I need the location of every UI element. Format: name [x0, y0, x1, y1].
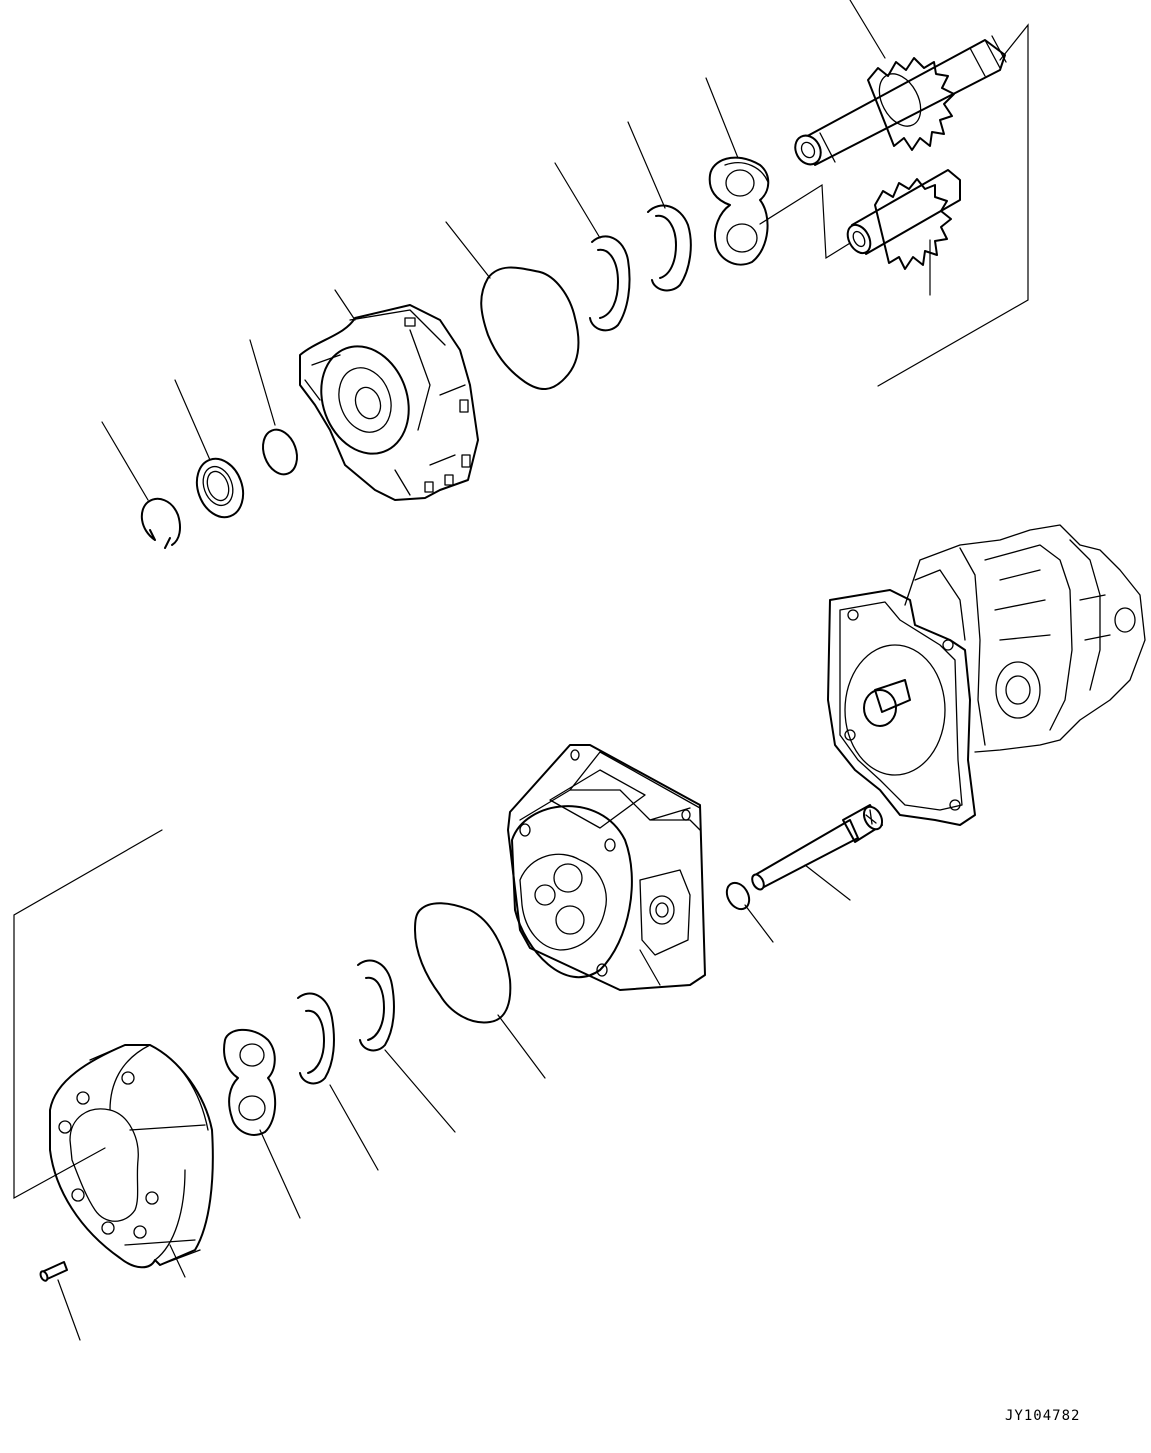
- bushing-plate-lower: [223, 1028, 277, 1136]
- drawing-id-label: JY104782: [1005, 1408, 1081, 1424]
- seal-clip-lower-left: [297, 992, 335, 1085]
- assembled-pump-view: [827, 524, 1146, 826]
- upper-group-bracket: [759, 23, 1029, 387]
- front-cover-housing: [299, 304, 479, 501]
- leader-line: [445, 221, 491, 279]
- leader-line: [249, 339, 276, 426]
- leader-line: [384, 1049, 456, 1133]
- leader-line: [329, 1084, 379, 1171]
- leader-line: [705, 77, 739, 159]
- leader-line: [744, 904, 774, 943]
- leader-line: [57, 1279, 81, 1341]
- drive-gear-shaft: [794, 35, 1007, 166]
- leader-line: [169, 1244, 186, 1278]
- tie-bolt: [751, 804, 884, 891]
- leader-line: [639, 949, 661, 986]
- seal-clip-upper-right: [647, 204, 692, 292]
- leader-line: [174, 379, 211, 461]
- seal-clip-upper-left: [589, 235, 631, 332]
- lower-group-bracket: [13, 829, 163, 1200]
- washer-upper: [262, 428, 298, 476]
- gear-case-body: [49, 1044, 214, 1269]
- dowel-pin: [39, 1261, 68, 1282]
- leader-line: [627, 121, 666, 209]
- leader-line: [497, 1014, 546, 1079]
- gear-case-housing: [507, 744, 706, 991]
- driven-gear: [846, 169, 961, 270]
- leader-line: [334, 289, 356, 321]
- seal-clip-lower-right: [357, 959, 395, 1052]
- oil-seal: [195, 457, 245, 519]
- leader-line: [804, 864, 851, 901]
- o-ring-lower: [414, 902, 512, 1024]
- leader-line: [849, 0, 886, 59]
- leader-line: [259, 1129, 301, 1219]
- bushing-plate-upper: [708, 156, 770, 266]
- snap-ring-upper: [140, 497, 181, 549]
- o-ring-upper: [480, 266, 580, 390]
- leader-line: [554, 162, 601, 239]
- leader-line: [101, 421, 149, 501]
- washer-lower: [725, 881, 751, 911]
